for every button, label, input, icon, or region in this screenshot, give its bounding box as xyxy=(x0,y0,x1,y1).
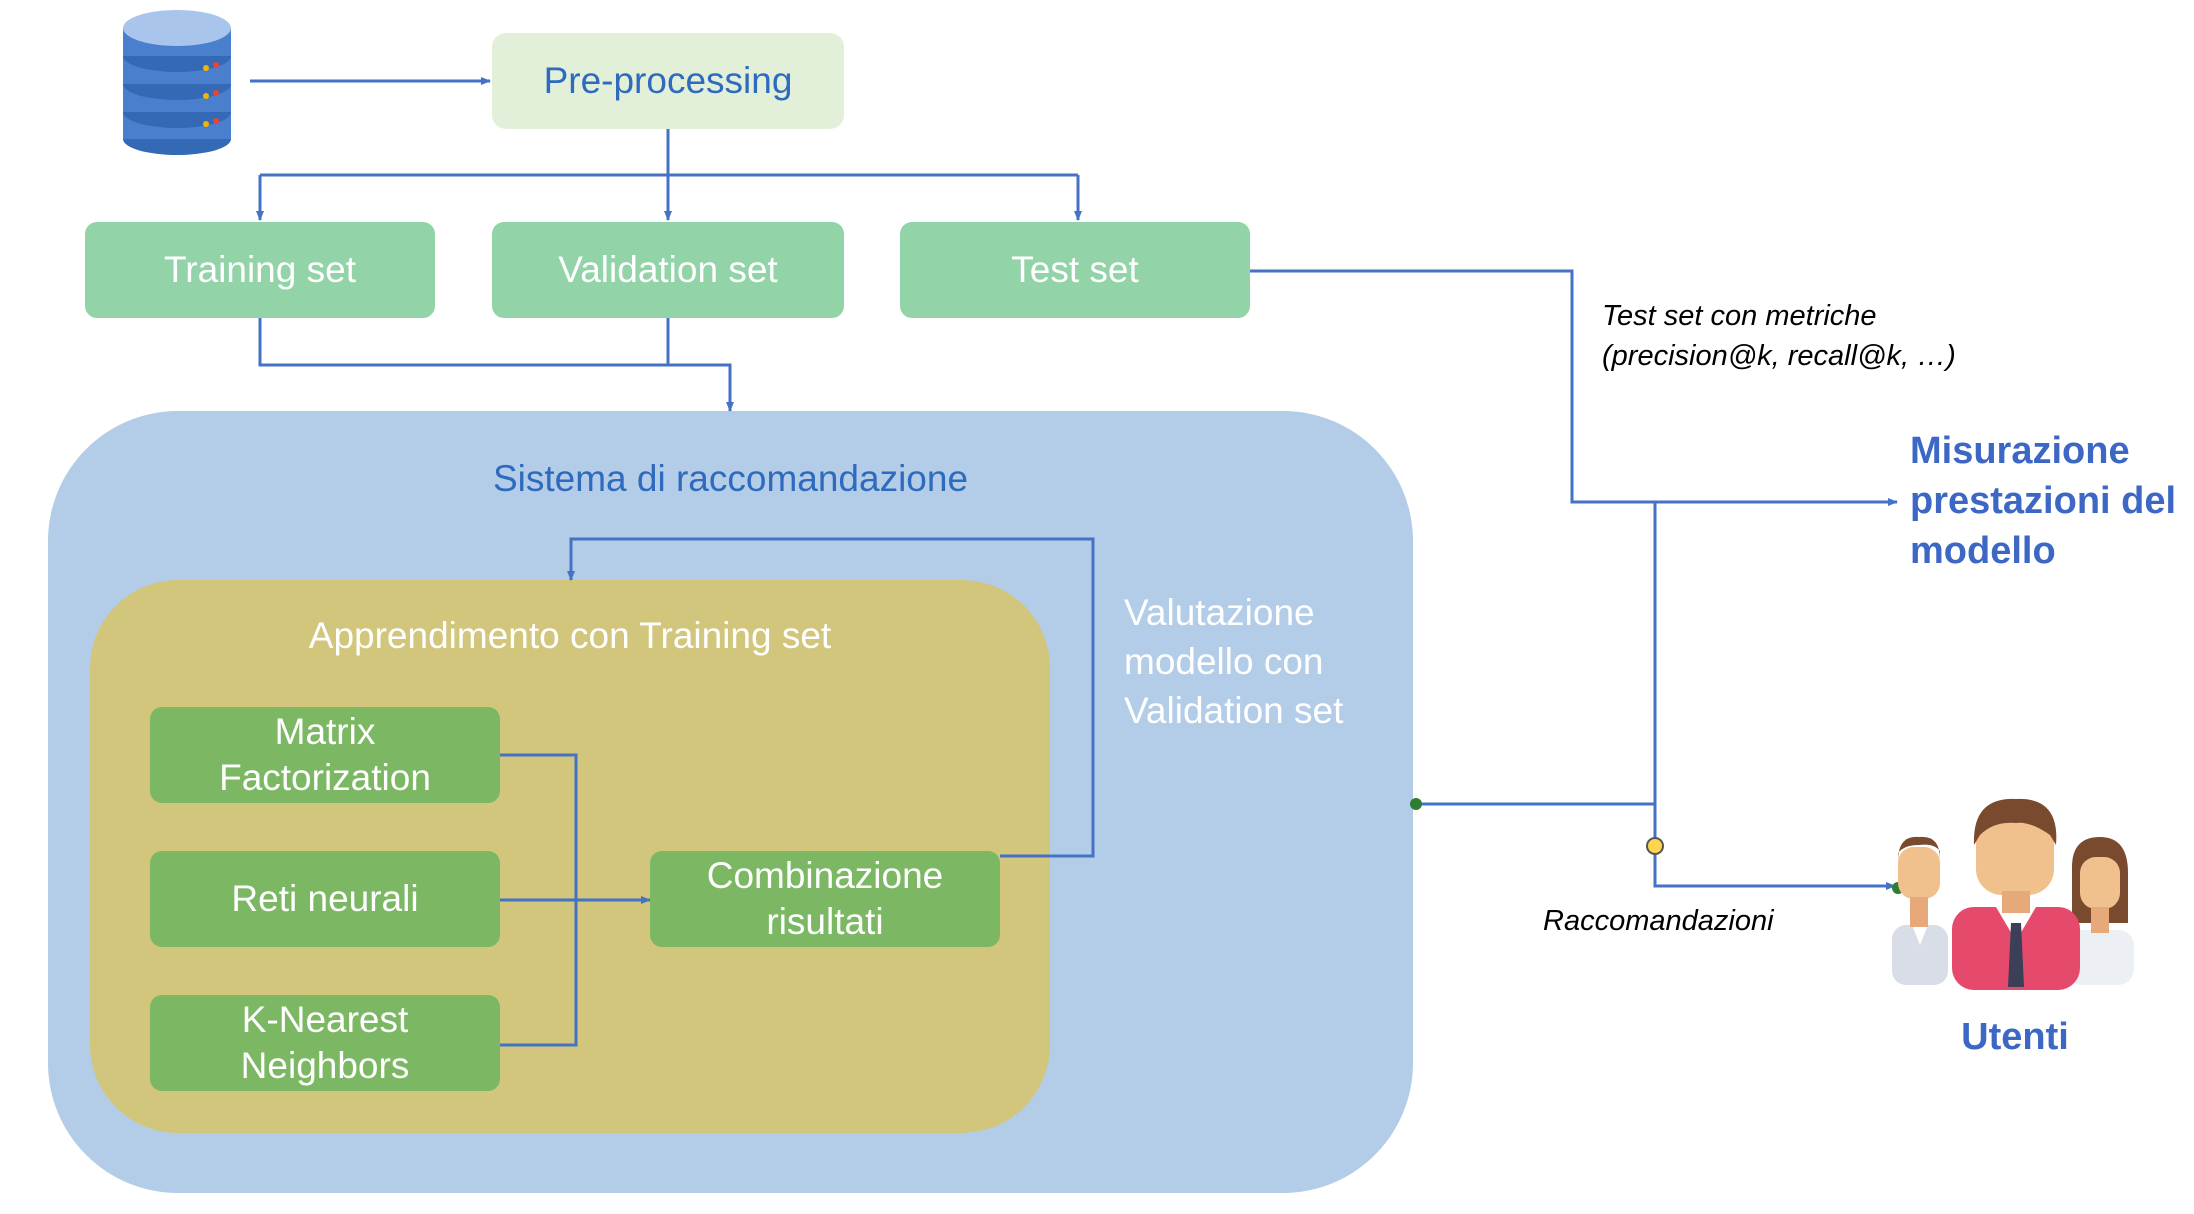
neural-networks-label: Reti neurali xyxy=(231,878,419,920)
training-set-box: Training set xyxy=(85,222,435,318)
preprocessing-box: Pre-processing xyxy=(492,33,844,129)
combination-box: Combinazione risultati xyxy=(650,851,1000,947)
knn-label: K-Nearest Neighbors xyxy=(240,999,410,1086)
neural-networks-box: Reti neurali xyxy=(150,851,500,947)
test-to-performance-connector xyxy=(1250,269,1898,506)
test-metrics-note: Test set con metriche (precision@k, reca… xyxy=(1602,300,1956,373)
combination-label: Combinazione risultati xyxy=(706,855,944,942)
test-set-label: Test set xyxy=(1011,249,1139,291)
training-validation-to-system-connector xyxy=(258,318,734,412)
performance-label: Misurazione prestazioni del modello xyxy=(1910,430,2177,573)
users-label: Utenti xyxy=(1961,1016,2069,1058)
validation-set-box: Validation set xyxy=(492,222,844,318)
preprocessing-label: Pre-processing xyxy=(543,60,793,102)
junction-dot xyxy=(1646,837,1664,855)
matrix-factorization-label: Matrix Factorization xyxy=(219,711,431,798)
validation-set-label: Validation set xyxy=(558,249,778,291)
users-icon xyxy=(1892,798,2134,990)
learning-title: Apprendimento con Training set xyxy=(308,615,832,656)
training-set-label: Training set xyxy=(164,249,356,291)
recommendations-label: Raccomandazioni xyxy=(1543,905,1774,937)
system-output-dot xyxy=(1410,798,1422,810)
validation-loop-connector xyxy=(567,537,1095,858)
knn-box: K-Nearest Neighbors xyxy=(150,995,500,1091)
database-icon xyxy=(123,10,231,155)
validation-evaluation-label: Valutazione modello con Validation set xyxy=(1124,592,1344,732)
test-set-box: Test set xyxy=(900,222,1250,318)
matrix-factorization-box: Matrix Factorization xyxy=(150,707,500,803)
system-title: Sistema di raccomandazione xyxy=(492,458,969,499)
